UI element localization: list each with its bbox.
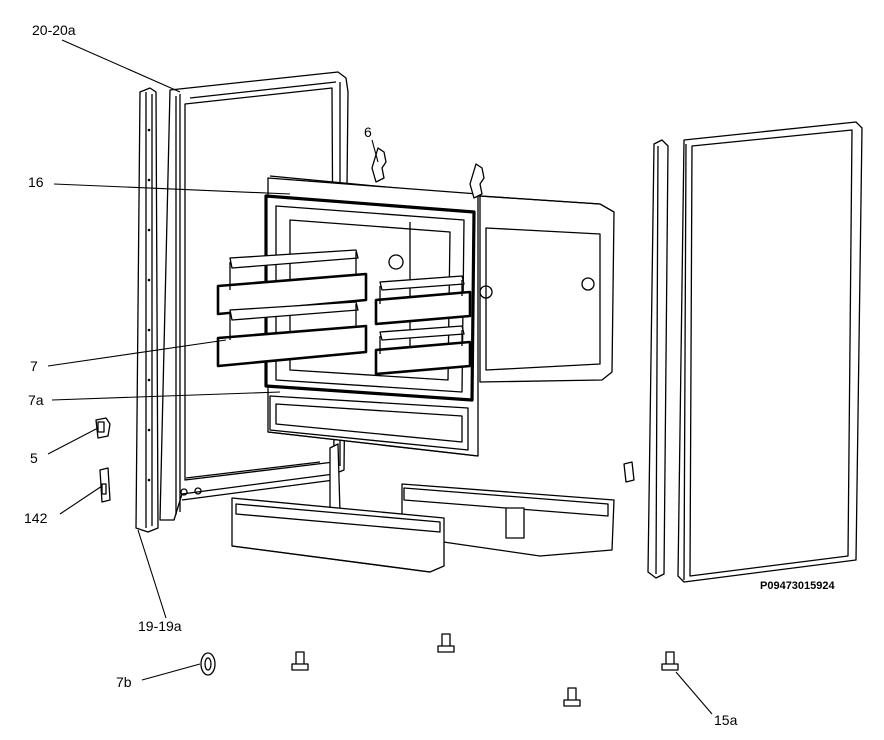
callout-5: 5 <box>30 450 38 466</box>
callout-7b: 7b <box>116 674 132 690</box>
right-side-panel <box>677 121 863 583</box>
callout-142: 142 <box>24 510 48 526</box>
callout-15a: 15a <box>714 712 738 728</box>
callout-19-19a: 19-19a <box>138 618 182 634</box>
left-side-panel <box>135 87 159 533</box>
callout-16: 16 <box>28 174 44 190</box>
callout-7: 7 <box>30 358 38 374</box>
callout-7a: 7a <box>28 392 44 408</box>
clips <box>95 417 635 503</box>
leader-lines <box>47 39 713 715</box>
shelf-runners <box>216 249 472 376</box>
bottom-panels <box>231 483 615 573</box>
drawing-code: P09473015924 <box>760 580 835 592</box>
right-side-strip <box>647 139 669 579</box>
feet <box>200 633 679 707</box>
hanging-brackets <box>371 147 485 199</box>
callout-6: 6 <box>364 124 372 140</box>
callout-20-20a: 20-20a <box>32 22 76 38</box>
